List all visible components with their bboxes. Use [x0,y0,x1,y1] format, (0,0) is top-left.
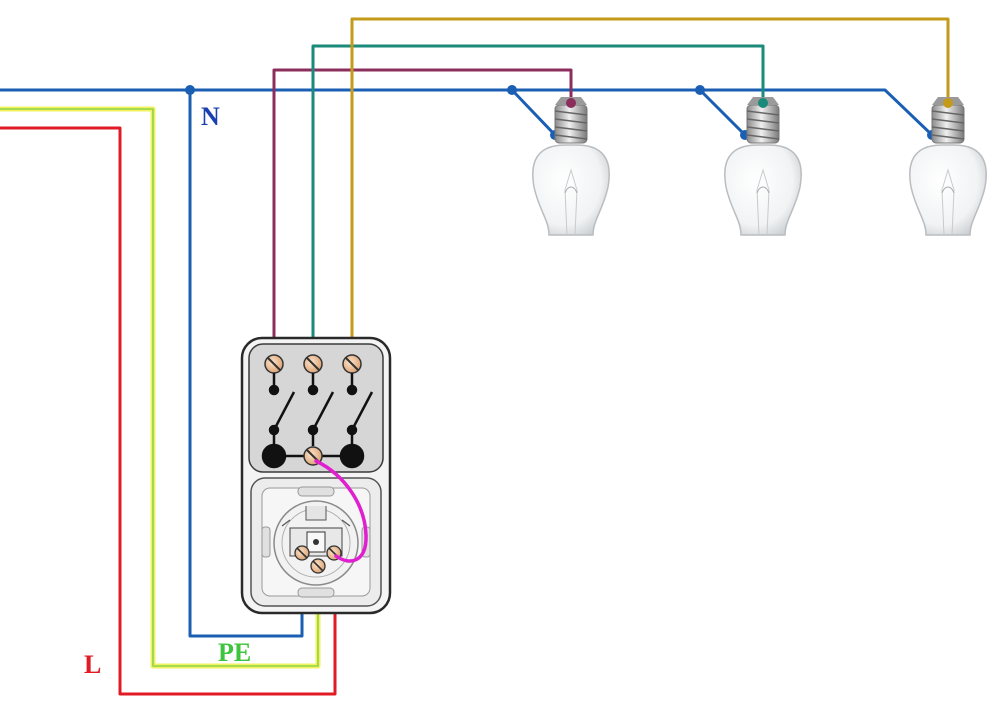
lamp-1-contact [566,98,576,108]
earth-wire [0,106,321,669]
switch-output-terminals [264,354,362,374]
neutral-label: N [201,102,220,131]
jumper-wire [314,459,368,563]
switch-contacts [261,373,374,469]
lamp-2-contact [758,98,768,108]
lamp-3-contact [943,98,953,108]
switch-socket-block [240,336,392,615]
lamp-2-wire [311,44,765,352]
line-label: L [84,650,101,679]
power-socket [250,477,382,607]
lamp-3-wire [350,17,950,352]
line-wire [0,126,337,696]
socket-terminals [294,545,342,574]
lamp-1-wire [272,68,573,352]
lamp-1 [531,96,611,236]
lamp-3 [908,96,988,236]
lamp-2 [723,96,803,236]
three-gang-switch [248,343,384,473]
earth-label: PE [218,638,251,667]
